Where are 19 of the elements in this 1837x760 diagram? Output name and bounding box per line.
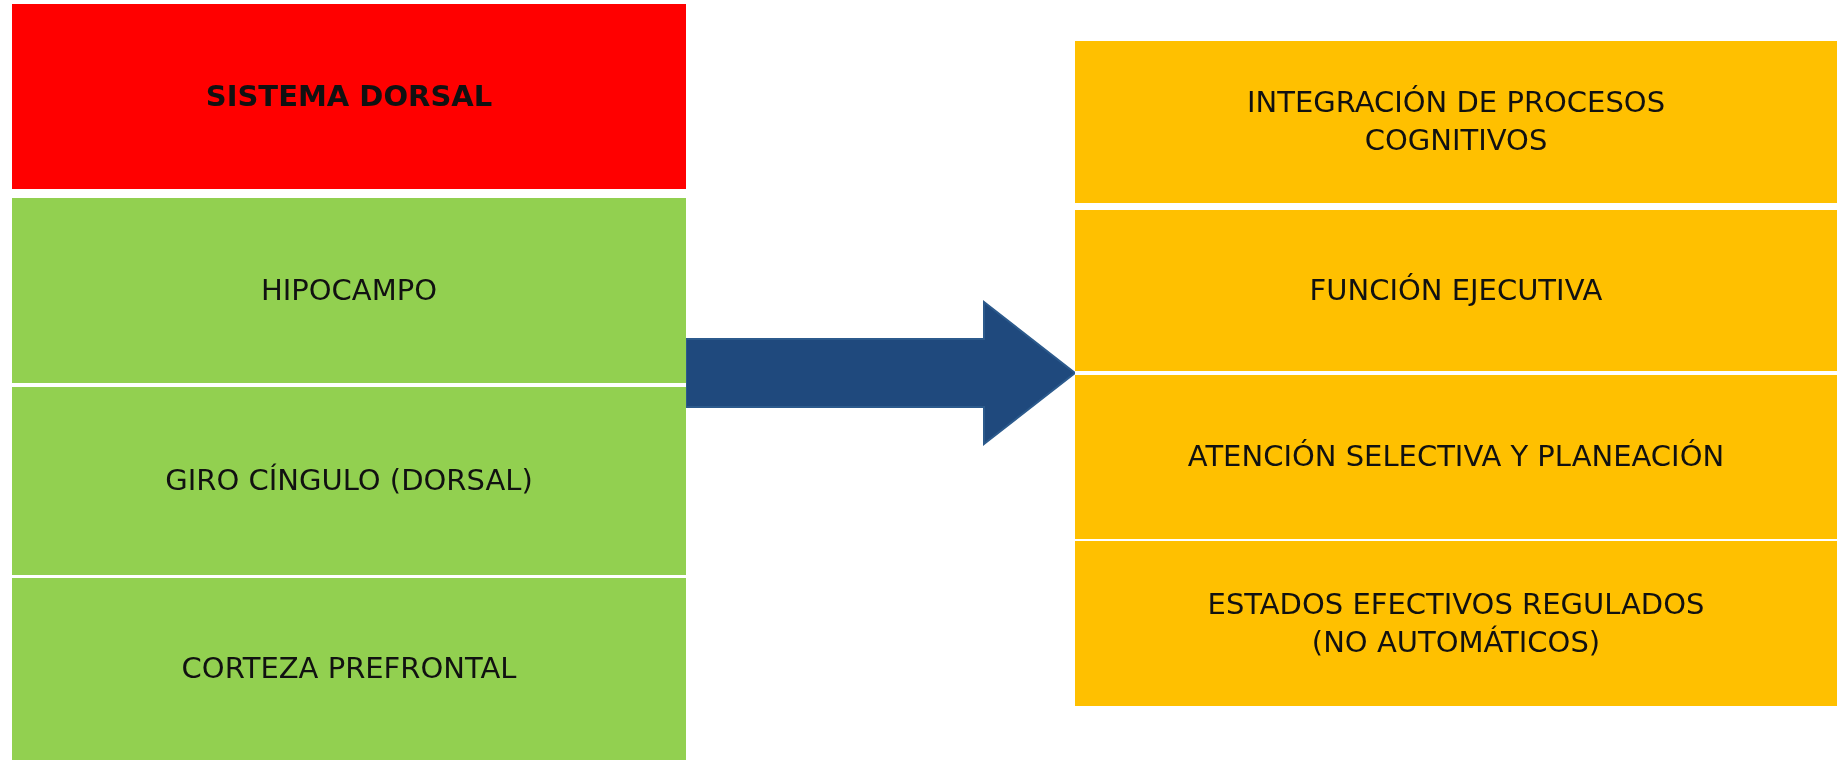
region-box: [12, 578, 686, 760]
function-box: [1075, 41, 1837, 203]
region-box: [12, 387, 686, 575]
function-box: [1075, 210, 1837, 371]
block-arrow: [685, 299, 1077, 447]
column-panel: [1075, 41, 1837, 706]
region-box: [12, 198, 686, 383]
box-label: ESTADOS EFECTIVOS REGULADOS (NO AUTOMÁTICOS): [1206, 585, 1706, 661]
box-label: GIRO CÍNGULO (DORSAL): [165, 462, 533, 500]
box-label: INTEGRACIÓN DE PROCESOS COGNITIVOS: [1245, 84, 1667, 159]
box-label: FUNCIÓN EJECUTIVA: [1309, 271, 1603, 309]
box-label: HIPOCAMPO: [260, 271, 438, 309]
box-label: CORTEZA PREFRONTAL: [181, 650, 517, 688]
function-box: [1075, 541, 1837, 706]
header-box: [12, 4, 686, 189]
box-label: SISTEMA DORSAL: [205, 77, 493, 115]
column-panel: [12, 4, 686, 760]
box-label: ATENCIÓN SELECTIVA Y PLANEACIÓN: [1187, 438, 1725, 476]
function-box: [1075, 375, 1837, 539]
